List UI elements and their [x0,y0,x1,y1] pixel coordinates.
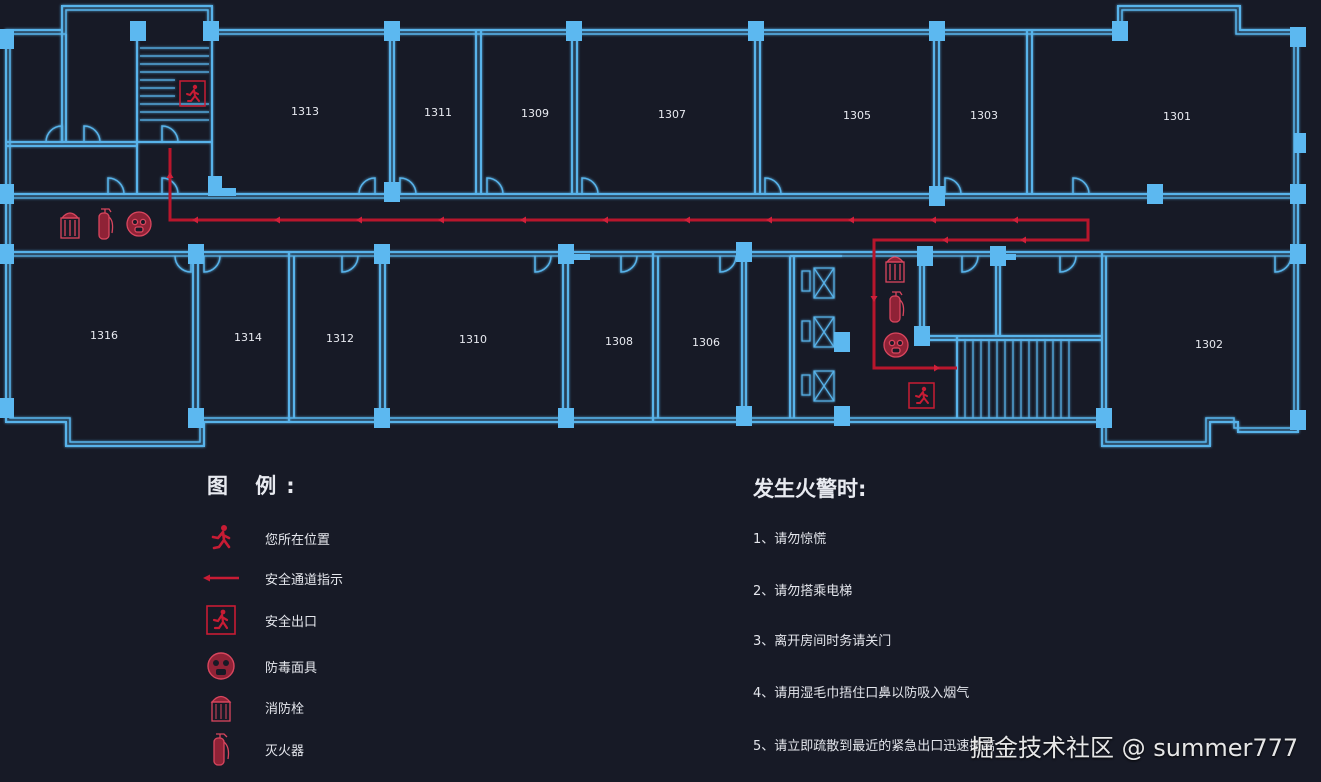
exit-sign-icon [198,605,244,635]
room-1316: 1316 [90,329,118,342]
legend-title: 图 例: [207,474,305,498]
watermark: 掘金技术社区 @ summer777 [970,734,1299,762]
fire-alarm-title: 发生火警时: [753,477,867,501]
room-1302: 1302 [1195,338,1223,351]
room-1309: 1309 [521,107,549,120]
room-1306: 1306 [692,336,720,349]
gas-mask-icon [126,211,152,237]
doors [45,125,1292,273]
evacuation-route [168,148,1090,370]
room-1305: 1305 [843,109,871,122]
fire-extinguisher-icon [889,291,905,323]
fire-step: 5、请立即疏散到最近的紧急出口迅速撤离 [753,739,996,754]
fire-extinguisher-icon [98,208,114,240]
legend-label: 灭火器 [265,743,305,759]
route-arrow-icon [198,563,244,593]
legend-label: 防毒面具 [265,660,318,676]
room-1308: 1308 [605,335,633,348]
room-1303: 1303 [970,109,998,122]
walls [5,5,1299,447]
legend-item-exit: 安全出口 [198,605,317,635]
fire-step: 1、请勿惊慌 [753,532,827,547]
room-1301: 1301 [1163,110,1191,123]
gas-mask-icon [883,332,909,358]
exit-sign-icon [908,382,935,409]
legend-label: 消防栓 [265,701,305,717]
room-1307: 1307 [658,108,686,121]
room-1313: 1313 [291,105,319,118]
stairs-bottom-right [964,340,1070,418]
gas-mask-icon [198,651,244,681]
fire-hydrant-icon [60,212,80,239]
legend-item-gas-mask: 防毒面具 [198,651,317,681]
legend-item-route: 安全通道指示 [198,563,343,593]
legend-item-current-location: 您所在位置 [198,523,330,553]
stairs-top-left [140,47,209,121]
legend-label: 安全出口 [265,614,318,630]
route-arrows [166,172,1026,372]
fire-extinguisher-icon [198,733,244,766]
elevators [801,267,835,402]
room-labels: 1313 1311 1309 1307 1305 1303 1301 1316 … [90,105,1223,351]
legend-item-extinguisher: 灭火器 [198,733,305,766]
fire-step: 3、离开房间时务请关门 [753,634,892,649]
fire-hydrant-icon [885,256,905,283]
pillars [0,21,1306,430]
legend-label: 您所在位置 [265,532,331,548]
legend-label: 安全通道指示 [265,572,344,588]
room-1310: 1310 [459,333,487,346]
legend-item-hydrant: 消防栓 [198,692,304,722]
fire-hydrant-icon [198,692,244,722]
exit-sign-icon [179,80,206,107]
room-1314: 1314 [234,331,262,344]
room-1311: 1311 [424,106,452,119]
room-1312: 1312 [326,332,354,345]
fire-step: 4、请用湿毛巾捂住口鼻以防吸入烟气 [753,686,970,701]
fire-step: 2、请勿搭乘电梯 [753,584,853,599]
running-person-icon [198,523,244,553]
floor-plan: 1313 1311 1309 1307 1305 1303 1301 1316 … [0,5,1306,447]
